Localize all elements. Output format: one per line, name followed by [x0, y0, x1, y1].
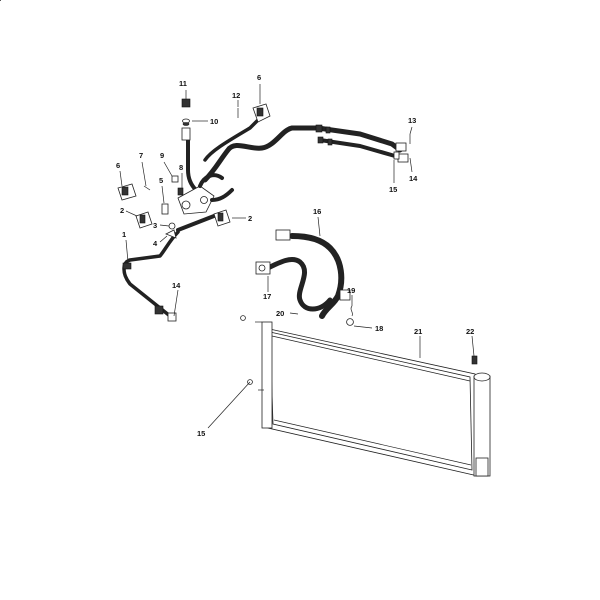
- callout-5: 5: [159, 176, 163, 185]
- callout-18: 18: [375, 324, 383, 333]
- callout-15-bottom: 15: [197, 429, 205, 438]
- callout-20: 20: [276, 309, 284, 318]
- callout-2-left: 2: [120, 206, 124, 215]
- callout-21: 21: [414, 327, 422, 336]
- callout-16: 16: [313, 207, 321, 216]
- callout-8: 8: [179, 163, 183, 172]
- callout-1: 1: [122, 230, 126, 239]
- callout-6-top: 6: [257, 73, 261, 82]
- callout-11: 11: [179, 79, 187, 88]
- callout-labels: 11 10 12 6 13 14 15 9 7 6 8 5 2 2 3 4 16…: [116, 73, 474, 438]
- callout-22: 22: [466, 327, 474, 336]
- callout-4: 4: [153, 239, 158, 248]
- callout-15-right: 15: [389, 185, 397, 194]
- callout-12: 12: [232, 91, 240, 100]
- callout-14-left: 14: [172, 281, 181, 290]
- callout-13: 13: [408, 116, 416, 125]
- callout-19: 19: [347, 286, 355, 295]
- callout-17: 17: [263, 292, 271, 301]
- callout-3: 3: [153, 221, 157, 230]
- small-fittings-group: [117, 98, 411, 239]
- callout-7: 7: [139, 151, 143, 160]
- lower-left-ac-line: [122, 230, 180, 322]
- upper-ac-line-assembly: [176, 118, 409, 232]
- condenser: [0, 0, 491, 477]
- callout-9: 9: [160, 151, 164, 160]
- leader-lines: [119, 84, 475, 429]
- callout-2-right: 2: [248, 214, 252, 223]
- callout-10: 10: [210, 117, 218, 126]
- callout-14-right: 14: [409, 174, 418, 183]
- callout-6-left: 6: [116, 161, 120, 170]
- middle-ac-hose: [255, 229, 351, 319]
